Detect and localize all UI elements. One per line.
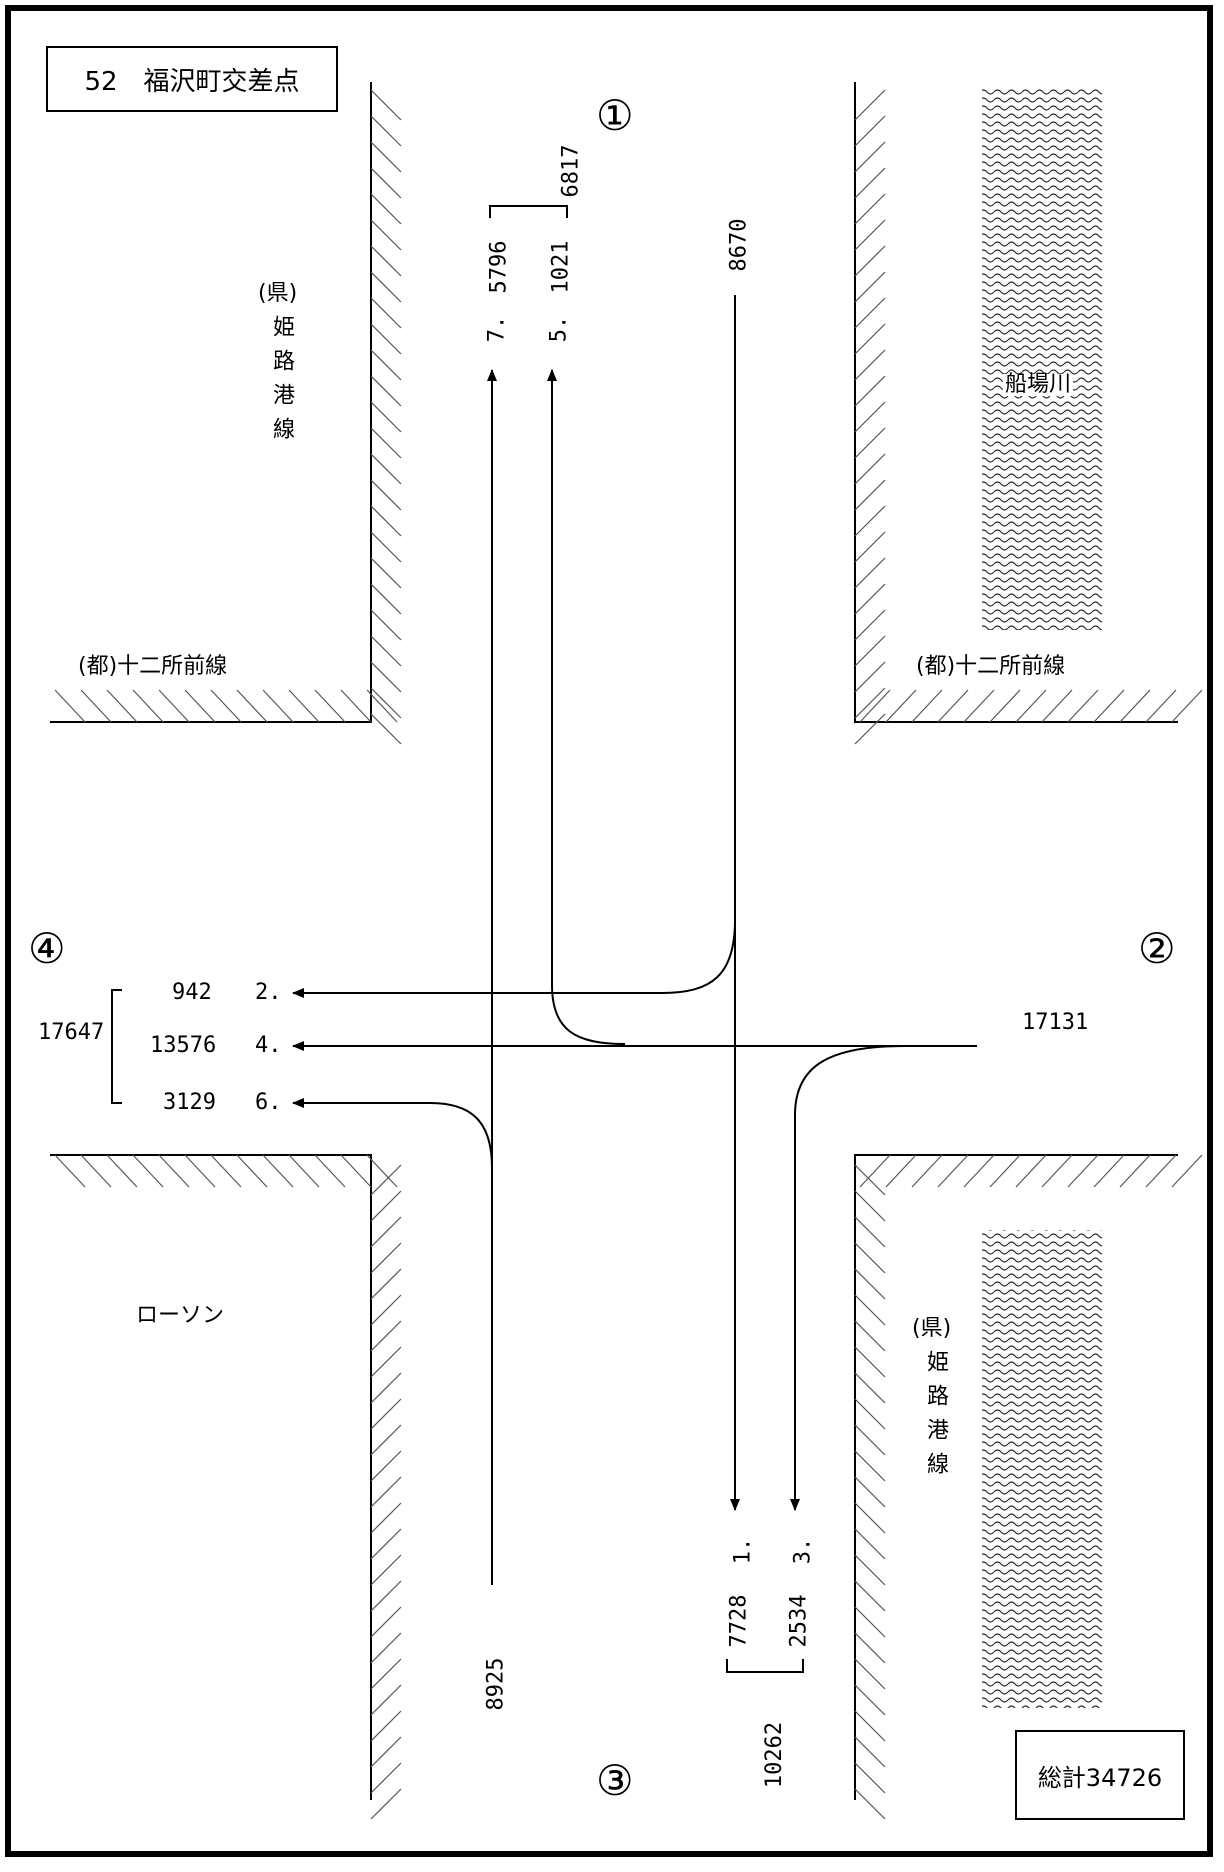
bracket-west [111,989,122,1104]
bracket-north [489,205,568,218]
approach-east-marker: ② [1138,924,1176,973]
west-out-total: 17647 [38,1020,105,1045]
road-label-to-left: (都)十二所前線 [78,654,228,679]
road-label-ken-name-bottom: 姫路港線 [923,1350,948,1486]
south-out-total: 10262 [762,1721,788,1789]
bracket-south [726,1659,804,1673]
flow-2 [292,919,736,998]
west-out-4-label: 4. [255,1033,282,1058]
total-count: 総計34726 [1015,1730,1185,1820]
flow-lines [292,295,977,1585]
river-top [982,88,1102,630]
road-label-ken-prefix-bottom: (県) [912,1316,952,1341]
flow-3 [790,1045,906,1511]
approach-south-marker: ③ [596,1756,634,1805]
north-out-5-label: 5. [546,315,572,343]
curb-bottom-right [854,1154,1178,1800]
river-label: 船場川 [1003,372,1074,397]
west-out-6-label: 6. [255,1090,282,1115]
south-out-1-value: 7728 [726,1594,752,1648]
north-in-count: 8670 [726,218,752,272]
approach-west-marker: ④ [28,924,66,973]
curb-top-left [50,82,372,723]
south-in-count: 8925 [483,1657,509,1711]
sidewalk-hatching [54,89,1203,1820]
brackets [111,205,804,1673]
north-out-5-value: 1021 [548,240,574,294]
approach-north-marker: ① [596,91,634,140]
south-out-3-value: 2534 [786,1594,812,1648]
flow-6 [292,1098,493,1169]
south-out-1-label: 1. [730,1537,756,1565]
west-out-2-label: 2. [255,980,282,1005]
west-out-2-value: 942 [172,980,212,1005]
north-out-total: 6817 [558,144,584,198]
store-label: ローソン [136,1303,225,1328]
south-out-3-label: 3. [790,1537,816,1565]
west-out-6-value: 3129 [163,1090,216,1115]
east-in-count: 17131 [1022,1010,1089,1035]
north-out-7-value: 5796 [486,240,512,294]
flow-5 [547,369,626,1045]
curb-bottom-left [50,1154,372,1800]
road-label-to-right: (都)十二所前線 [916,654,1066,679]
river-bottom [982,1230,1102,1708]
road-label-ken-name-top: 姫路港線 [269,315,294,451]
west-out-4-value: 13576 [150,1033,217,1058]
curb-top-right [854,82,1178,723]
road-label-ken-prefix-top: (県) [258,281,298,306]
north-out-7-label: 7. [484,315,510,343]
page-title: 52 福沢町交差点 [46,46,338,112]
